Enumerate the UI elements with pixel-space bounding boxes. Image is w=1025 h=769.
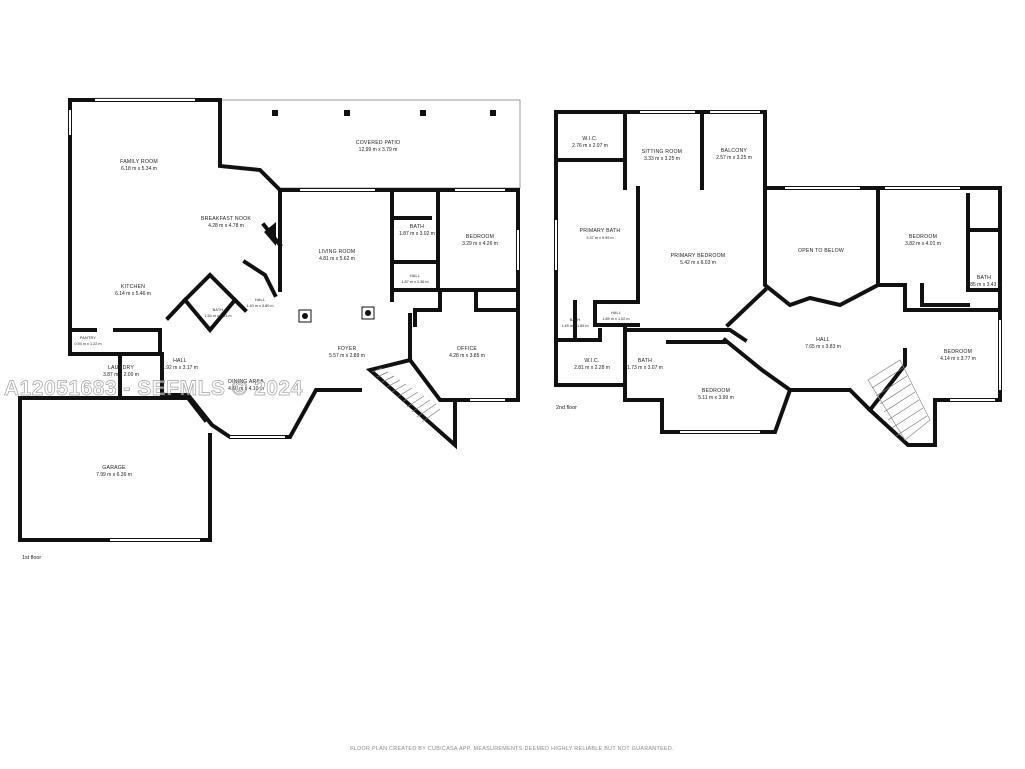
room-dims-hall-small: 1.89 m x 1.02 m [602, 317, 629, 321]
room-label-hall-2: HALL [255, 298, 265, 302]
room-label-bath-2: BATH [213, 308, 224, 312]
room-label-bath-b: BATH [638, 358, 652, 364]
room-dims-bath-a: 1.85 m x 3.43 m [966, 282, 1002, 288]
room-dims-bath-1: 1.87 m x 3.02 m [399, 231, 435, 237]
room-label-hall-1: HALL [410, 274, 420, 278]
room-dims-bedroom-a: 3.82 m x 4.01 m [905, 241, 941, 247]
floor-label-2: 2nd floor [556, 405, 577, 411]
room-label-hall-3: HALL [173, 358, 187, 364]
room-label-primary-bath: PRIMARY BATH [580, 228, 621, 234]
room-label-breakfast-nook: BREAKFAST NOOK [201, 216, 251, 222]
room-dims-dining-area: 4.66 m x 4.10 m [228, 386, 264, 392]
room-label-bath-small: BATH [570, 318, 581, 322]
room-label-open-to-below: OPEN TO BELOW [798, 248, 844, 254]
room-label-pantry: PANTRY [80, 336, 97, 340]
room-dims-hall-2: 1.40 m x 3.80 m [246, 304, 273, 308]
room-label-bedroom-b: BEDROOM [702, 388, 730, 394]
room-dims-wic-1: 2.76 m x 2.07 m [572, 143, 608, 149]
room-label-laundry: LAUNDRY [108, 365, 134, 371]
room-dims-primary-bath: 3.37 m x 5.99 m [586, 236, 613, 240]
room-label-foyer: FOYER [338, 346, 357, 352]
room-label-bath-1: BATH [410, 224, 424, 230]
room-dims-primary-bedroom: 5.42 m x 6.03 m [680, 260, 716, 266]
room-dims-balcony: 2.57 m x 3.25 m [716, 155, 752, 161]
room-dims-hall-3: 1.92 m x 3.17 m [162, 365, 198, 371]
room-dims-garage: 7.99 m x 6.36 m [96, 472, 132, 478]
room-label-dining-area: DINING AREA [228, 379, 264, 385]
room-dims-sitting-room: 3.33 m x 3.25 m [644, 156, 680, 162]
room-dims-pantry: 0.94 m x 1.22 m [74, 342, 101, 346]
room-label-covered-patio: COVERED PATIO [356, 140, 401, 146]
room-label-primary-bedroom: PRIMARY BEDROOM [671, 253, 726, 259]
room-label-kitchen: KITCHEN [121, 284, 145, 290]
room-label-living-room: LIVING ROOM [319, 249, 356, 255]
room-dims-bath-2: 1.54 m x 1.63 m [204, 314, 231, 318]
room-label-hall-small: HALL [611, 311, 621, 315]
room-dims-bath-small: 1.49 m x 1.65 m [561, 324, 588, 328]
room-dims-bedroom-c: 4.14 m x 3.77 m [940, 356, 976, 362]
room-dims-kitchen: 6.14 m x 5.46 m [115, 291, 151, 297]
room-dims-laundry: 3.87 m x 2.00 m [103, 372, 139, 378]
room-label-sitting-room: SITTING ROOM [642, 149, 682, 155]
room-dims-foyer: 5.57 m x 2.89 m [329, 353, 365, 359]
room-label-bath-a: BATH [977, 275, 991, 281]
room-label-office: OFFICE [457, 346, 478, 352]
room-label-bedroom-1: BEDROOM [466, 234, 494, 240]
footer-disclaimer: FLOOR PLAN CREATED BY CUBICASA APP. MEAS… [350, 746, 674, 752]
room-dims-breakfast-nook: 4.28 m x 4.78 m [208, 223, 244, 229]
room-dims-wic-2: 2.81 m x 2.28 m [574, 365, 610, 371]
room-label-wic-1: W.I.C. [582, 136, 597, 142]
room-dims-hall-main: 7.65 m x 3.83 m [805, 344, 841, 350]
floor-label-1: 1st floor [22, 555, 41, 561]
room-label-garage: GARAGE [102, 465, 126, 471]
room-label-bedroom-a: BEDROOM [909, 234, 937, 240]
room-dims-bedroom-b: 5.11 m x 3.99 m [698, 395, 733, 401]
room-dims-bedroom-1: 3.29 m x 4.26 m [462, 241, 498, 247]
watermark: A12051683 - SEFMLS © 2024 [4, 377, 303, 400]
first-floor-plan [18, 97, 521, 542]
room-dims-bath-b: 1.73 m x 3.07 m [627, 365, 663, 371]
room-dims-covered-patio: 12.99 m x 3.79 m [359, 147, 398, 153]
room-label-hall-main: HALL [816, 337, 830, 343]
room-label-wic-2: W.I.C. [584, 358, 599, 364]
room-label-bedroom-c: BEDROOM [944, 349, 972, 355]
room-label-balcony: BALCONY [721, 148, 748, 154]
second-floor-plan [554, 110, 1002, 447]
room-dims-family-room: 6.18 m x 5.34 m [121, 166, 157, 172]
room-dims-living-room: 4.81 m x 5.62 m [319, 256, 355, 262]
room-dims-office: 4.28 m x 3.85 m [449, 353, 485, 359]
room-dims-hall-1: 1.87 m x 1.36 m [401, 280, 428, 284]
room-label-family-room: FAMILY ROOM [120, 159, 158, 165]
